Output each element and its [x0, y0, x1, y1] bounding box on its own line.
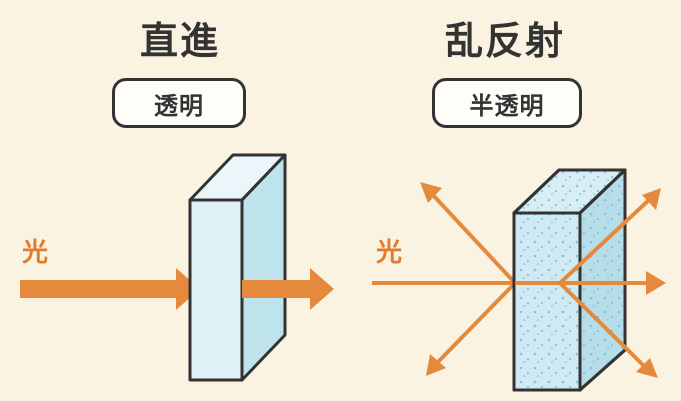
outgoing-light-arrow-left	[242, 268, 334, 310]
diffuse-reflection-title: 乱反射	[444, 19, 565, 63]
light-label-left: 光	[22, 238, 49, 268]
light-label-right: 光	[376, 238, 403, 268]
translucent-glass-block	[512, 168, 627, 392]
transparent-badge: 透明	[112, 78, 246, 128]
translucent-badge: 半透明	[432, 78, 582, 128]
incoming-light-arrow-left	[20, 268, 200, 310]
reflected-rays-front	[420, 182, 517, 376]
straight-title: 直進	[139, 19, 220, 63]
transparent-glass-block	[188, 153, 287, 382]
transmitted-rays-right	[515, 188, 666, 378]
